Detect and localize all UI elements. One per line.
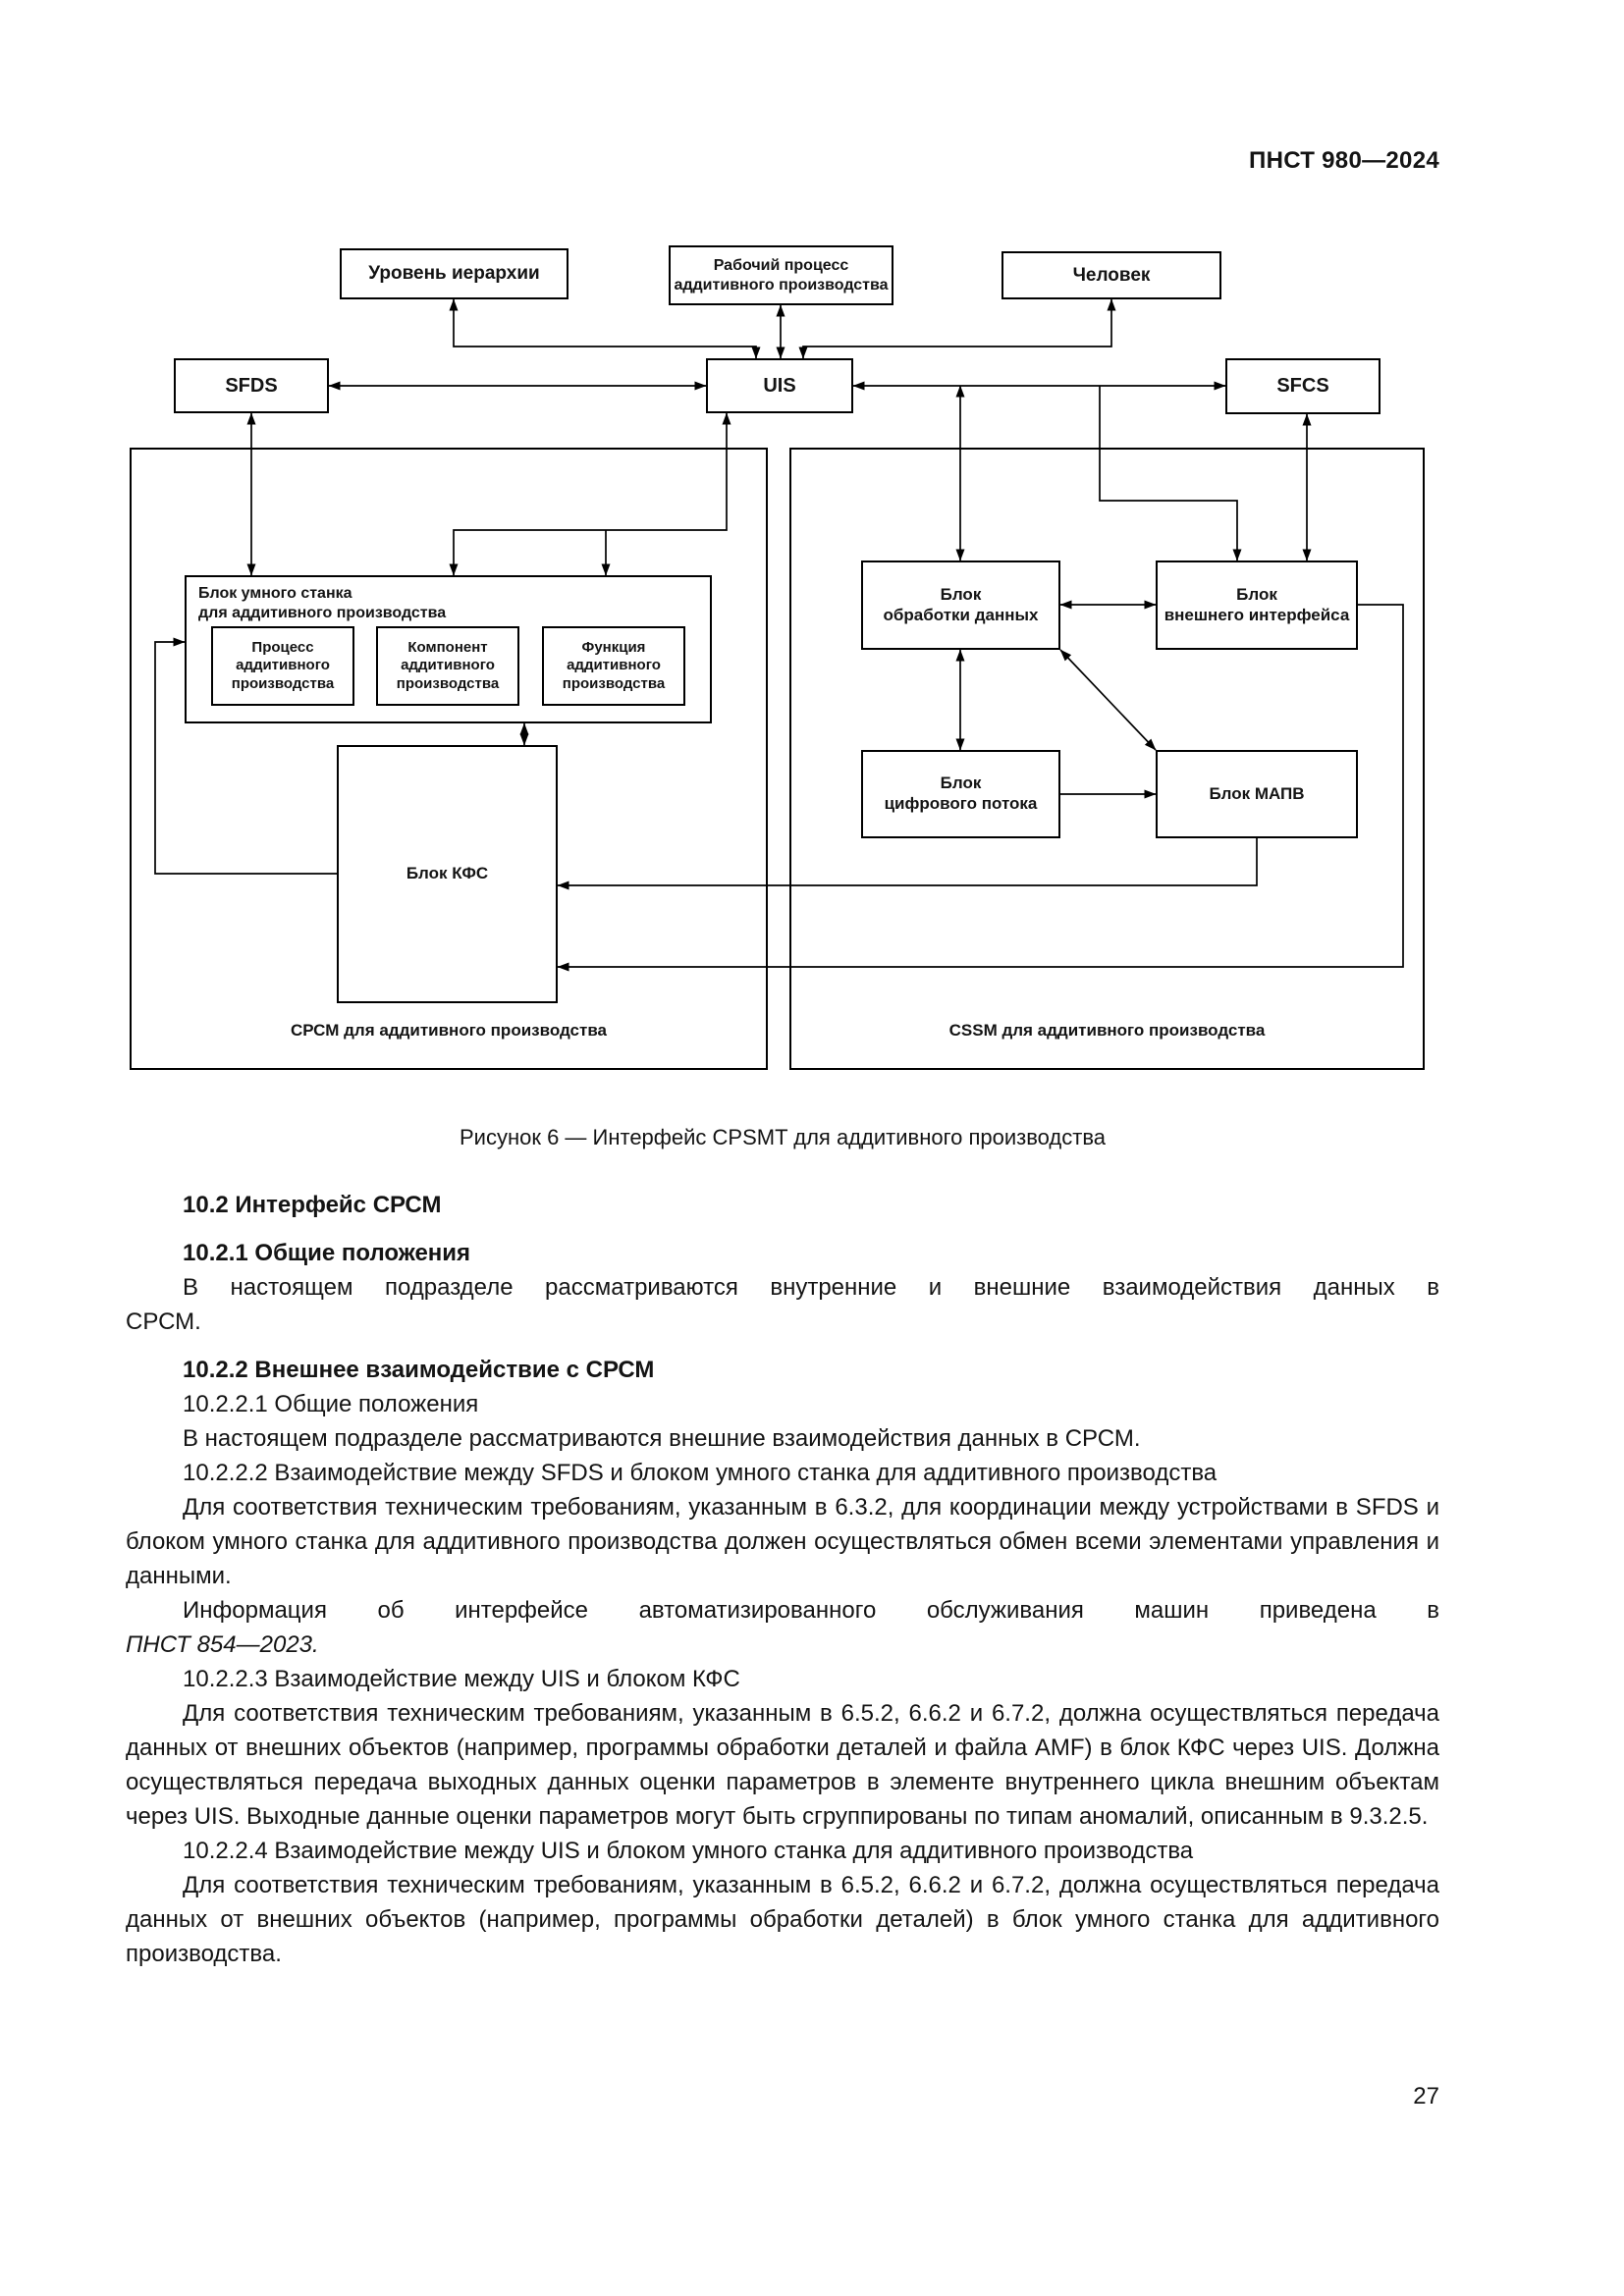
node-label: Блок умного станка для аддитивного произ…: [198, 585, 447, 621]
arrow-externalinterface-kfs: [557, 604, 1404, 972]
node-am-function: Функция аддитивного производства: [542, 626, 685, 706]
paragraph-text: В настоящем подразделе рассматриваются в…: [183, 1274, 1439, 1301]
arrow-dataprocessing-mapv: [1059, 649, 1157, 751]
arrow-hierarchy-uis: [449, 298, 761, 359]
node-kfs-block: Блок КФС: [337, 745, 558, 1003]
node-external-interface-block: Блок внешнего интерфейса: [1156, 561, 1358, 650]
node-work-process: Рабочий процесс аддитивного производства: [669, 245, 893, 305]
node-label: Компонент аддитивного производства: [396, 639, 500, 692]
heading-10-2-1: 10.2.1 Общие положения: [183, 1240, 471, 1266]
node-label: Блок КФС: [406, 864, 489, 883]
paragraph: Для соответствия техническим требованиям…: [126, 1494, 1439, 1589]
paragraph: В настоящем подразделе рассматриваются в…: [183, 1425, 1141, 1452]
node-mapv-block: Блок МАПВ: [1156, 750, 1358, 838]
document-content: 10.2 Интерфейс СРСМ 10.2.1 Общие положен…: [126, 1188, 1439, 1971]
paragraph-with-reference: Информация об интерфейсе автоматизирован…: [126, 1593, 1439, 1662]
node-label: Блок внешнего интерфейса: [1164, 584, 1350, 624]
figure-diagram: Уровень иерархии Рабочий процесс аддитив…: [128, 236, 1434, 1080]
figure-caption: Рисунок 6 — Интерфейс CPSMT для аддитивн…: [459, 1125, 1107, 1149]
label-srcm: СРСМ для аддитивного производства: [130, 1021, 768, 1041]
node-label: Блок цифрового потока: [884, 774, 1038, 813]
paragraph-text: Информация об интерфейсе автоматизирован…: [183, 1597, 1439, 1624]
arrow-kfs-smartmachine-loop: [154, 637, 337, 875]
heading-10-2-2-1: 10.2.2.1 Общие положения: [183, 1391, 479, 1417]
node-sfcs: SFCS: [1225, 358, 1380, 414]
arrow-uis-smartmachine: [449, 412, 731, 576]
paragraph: Для соответствия техническим требованиям…: [126, 1700, 1439, 1830]
node-label: SFDS: [225, 374, 278, 397]
paragraph-text: СРСМ.: [126, 1308, 201, 1335]
node-label: UIS: [763, 374, 796, 397]
node-uis: UIS: [706, 358, 853, 413]
container-cssm: [789, 448, 1425, 1070]
node-hierarchy-level: Уровень иерархии: [340, 248, 568, 299]
node-label: Функция аддитивного производства: [562, 639, 666, 692]
node-sfds: SFDS: [174, 358, 329, 413]
document-code: ПНСТ 980—2024: [1249, 147, 1439, 174]
node-am-component: Компонент аддитивного производства: [376, 626, 519, 706]
heading-10-2-2-4: 10.2.2.4 Взаимодействие между UIS и блок…: [183, 1838, 1194, 1864]
heading-10-2-2: 10.2.2 Внешнее взаимодействие с СРСМ: [183, 1357, 655, 1383]
node-label: Блок обработки данных: [883, 584, 1039, 624]
node-label: Блок МАПВ: [1209, 783, 1305, 803]
node-human: Человек: [1001, 251, 1221, 299]
page-number: 27: [1413, 2083, 1439, 2109]
container-caption: CSSM для аддитивного производства: [948, 1021, 1266, 1040]
label-cssm: CSSM для аддитивного производства: [789, 1021, 1425, 1041]
node-label: Процесс аддитивного производства: [231, 639, 335, 692]
node-label: Рабочий процесс аддитивного производства: [674, 256, 889, 294]
diagram-arrows: [154, 298, 1404, 972]
node-label: SFCS: [1276, 375, 1329, 398]
paragraph: Для соответствия техническим требованиям…: [126, 1872, 1439, 1967]
heading-10-2: 10.2 Интерфейс СРСМ: [183, 1192, 442, 1218]
node-digital-flow-block: Блок цифрового потока: [861, 750, 1060, 838]
node-smart-machine-block: Блок умного станка для аддитивного произ…: [185, 575, 712, 723]
node-label: Уровень иерархии: [368, 263, 540, 285]
paragraph: В настоящем подразделе рассматриваются в…: [126, 1270, 1439, 1339]
container-srcm: [130, 448, 768, 1070]
arrow-uis-externalinterface: [1099, 386, 1242, 561]
standard-reference: ПНСТ 854—2023.: [126, 1631, 319, 1658]
heading-10-2-2-3: 10.2.2.3 Взаимодействие между UIS и блок…: [183, 1666, 740, 1692]
heading-10-2-2-2: 10.2.2.2 Взаимодействие между SFDS и бло…: [183, 1460, 1218, 1486]
node-label: Человек: [1072, 264, 1151, 286]
node-data-processing-block: Блок обработки данных: [861, 561, 1060, 650]
node-am-process: Процесс аддитивного производства: [211, 626, 354, 706]
container-caption: СРСМ для аддитивного производства: [290, 1021, 608, 1040]
arrow-human-uis: [798, 298, 1116, 359]
